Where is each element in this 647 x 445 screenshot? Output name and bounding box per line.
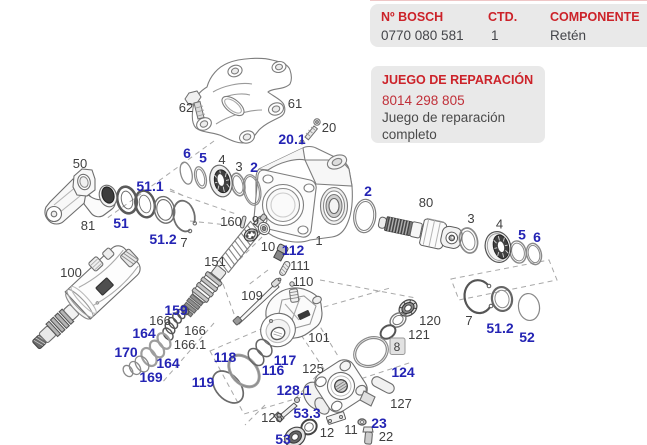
svg-text:5: 5 (199, 150, 207, 166)
svg-text:23: 23 (371, 415, 387, 431)
svg-text:62: 62 (179, 100, 193, 115)
svg-text:169: 169 (139, 369, 163, 385)
svg-text:51.2: 51.2 (149, 231, 176, 247)
svg-text:53: 53 (275, 431, 291, 445)
svg-text:125: 125 (302, 361, 324, 376)
svg-text:4: 4 (218, 152, 225, 167)
svg-text:124: 124 (391, 364, 415, 380)
svg-text:80: 80 (419, 195, 433, 210)
svg-text:81: 81 (81, 218, 95, 233)
svg-text:118: 118 (214, 349, 237, 365)
svg-text:5: 5 (518, 227, 526, 243)
svg-text:3: 3 (235, 159, 242, 174)
svg-text:166.1: 166.1 (174, 337, 207, 352)
svg-text:160: 160 (220, 214, 242, 229)
svg-text:7: 7 (465, 313, 472, 328)
svg-text:166: 166 (149, 313, 171, 328)
svg-text:121: 121 (408, 327, 430, 342)
svg-text:170: 170 (114, 344, 138, 360)
svg-text:6: 6 (183, 145, 191, 161)
svg-text:128: 128 (261, 410, 283, 425)
svg-text:164: 164 (132, 325, 156, 341)
svg-text:51: 51 (113, 215, 129, 231)
svg-text:51.1: 51.1 (136, 178, 163, 194)
svg-text:128.1: 128.1 (276, 382, 311, 398)
svg-text:127: 127 (390, 396, 412, 411)
svg-text:4: 4 (496, 217, 503, 232)
svg-text:6: 6 (533, 229, 541, 245)
svg-text:10: 10 (261, 239, 275, 254)
svg-text:110: 110 (293, 274, 314, 289)
svg-text:11: 11 (344, 422, 358, 437)
svg-text:1: 1 (315, 233, 322, 248)
svg-text:22: 22 (379, 429, 393, 444)
svg-text:50: 50 (73, 156, 87, 171)
svg-text:120: 120 (419, 313, 441, 328)
svg-text:101: 101 (308, 330, 330, 345)
svg-text:8: 8 (394, 340, 401, 354)
svg-text:100: 100 (60, 265, 82, 280)
svg-text:52: 52 (519, 329, 535, 345)
svg-text:112: 112 (282, 242, 305, 258)
svg-text:2: 2 (364, 183, 372, 199)
svg-text:151: 151 (204, 254, 226, 269)
svg-text:117: 117 (274, 352, 297, 368)
svg-text:109: 109 (241, 288, 263, 303)
svg-text:20: 20 (322, 120, 336, 135)
svg-text:116: 116 (262, 362, 285, 378)
svg-text:7: 7 (180, 235, 187, 250)
svg-text:111: 111 (290, 258, 310, 273)
svg-text:164: 164 (156, 355, 180, 371)
svg-text:2: 2 (250, 159, 258, 175)
svg-text:159: 159 (164, 302, 188, 318)
svg-text:53.3: 53.3 (293, 405, 320, 421)
svg-text:20.1: 20.1 (278, 131, 305, 147)
svg-text:119: 119 (192, 374, 215, 390)
svg-text:3: 3 (467, 211, 474, 226)
svg-text:9: 9 (252, 213, 259, 228)
svg-text:166: 166 (184, 323, 206, 338)
svg-text:51.2: 51.2 (486, 320, 513, 336)
svg-text:12: 12 (320, 425, 334, 440)
svg-text:61: 61 (288, 96, 302, 111)
